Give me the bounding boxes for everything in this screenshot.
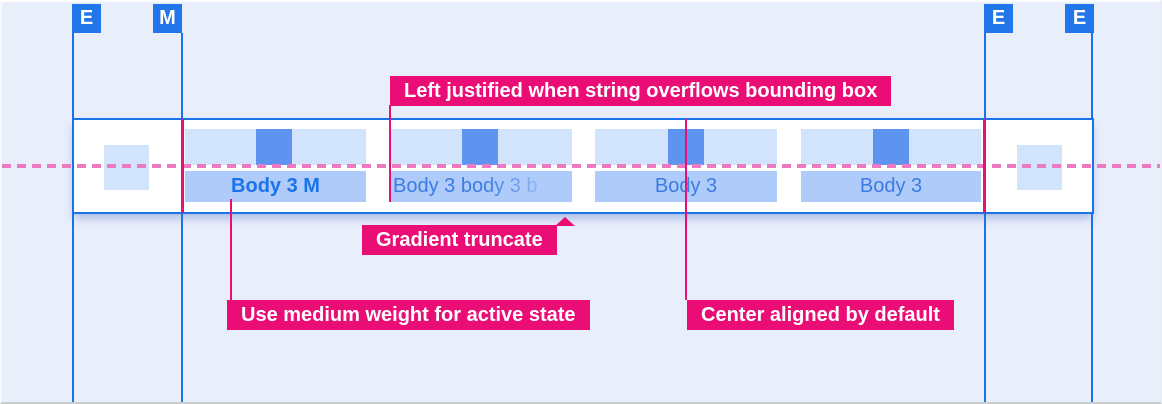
guide-line-left-outer-bottom [72,214,74,402]
spacing-marker-e-right-outer: E [1065,4,1094,33]
callout-line-left-justified [389,105,391,202]
spacing-marker-m-left: M [153,4,182,33]
guide-line-right-inner-bar-segment [983,119,986,213]
guide-line-left-inner-bottom [181,214,183,402]
spacing-marker-e-right-inner: E [984,4,1013,33]
annotation-medium-weight: Use medium weight for active state [227,300,590,330]
guide-line-right-outer-bottom [1091,214,1093,402]
baseline-dashed-line [2,164,1160,168]
tab-4-icon-placeholder [873,129,909,165]
guide-line-right-inner-top [984,33,986,119]
guide-line-left-inner-top [181,33,183,119]
spacing-marker-e-left: E [72,4,101,33]
guide-line-left-outer-top [72,33,74,119]
tab-4-label[interactable]: Body 3 [801,171,981,202]
tab-2-gradient-fade [484,171,572,202]
tab-1-icon-placeholder [256,129,292,165]
guide-line-left-inner-bar-segment [181,119,184,213]
annotation-gradient-truncate: Gradient truncate [362,225,557,255]
callout-line-medium-weight [230,199,232,300]
tab-1-label-active[interactable]: Body 3 M [185,171,366,202]
annotation-center-aligned: Center aligned by default [687,300,954,330]
tab-2-icon-placeholder [462,129,498,165]
callout-line-center-aligned [685,119,687,300]
guide-line-right-inner-bottom [984,214,986,402]
guide-line-right-outer-top [1091,33,1093,119]
annotation-left-justified: Left justified when string overflows bou… [390,76,892,106]
annotation-gradient-truncate-pointer [555,217,575,226]
